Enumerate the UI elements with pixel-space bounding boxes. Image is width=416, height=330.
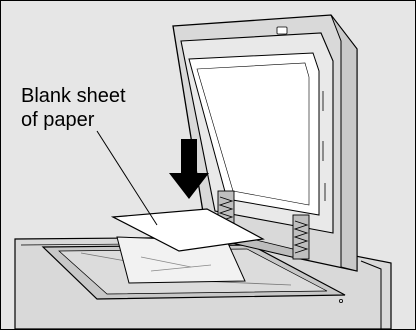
callout-leader-line [97,131,157,225]
lid-latch [277,27,287,34]
callout-line-2: of paper [21,108,126,132]
callout-line-1: Blank sheet [21,84,126,108]
right-hinge [293,215,309,259]
blank-sheet-callout: Blank sheet of paper [21,84,126,132]
